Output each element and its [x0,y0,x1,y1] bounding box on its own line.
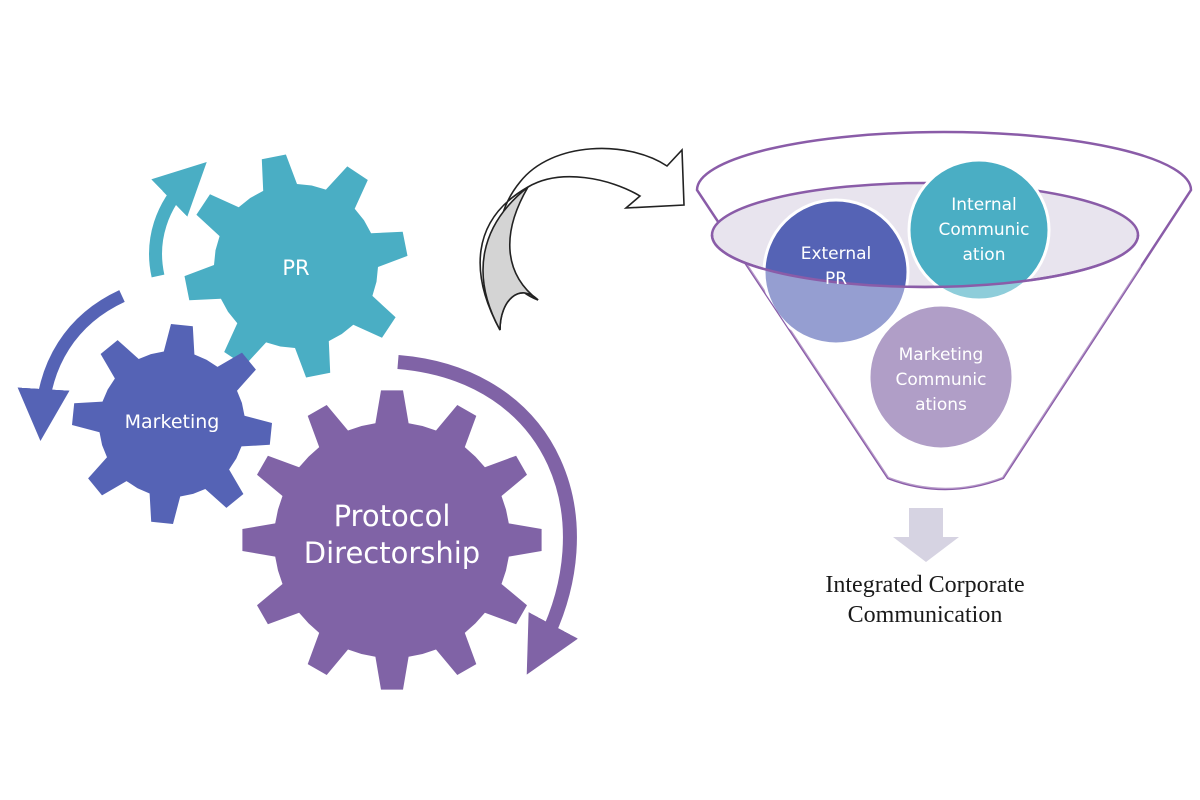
marketing-gear [72,324,272,524]
marketing-gear-label: Marketing [125,411,220,433]
internal-communication-circle [907,158,1051,302]
protocol-cycle-arrow [397,355,578,675]
protocol-gear [242,390,542,690]
output-caption-line1: Integrated Corporate [825,572,1024,598]
funnel-rim-front [710,234,1140,289]
output-arrow [893,508,959,562]
marketing-communications-label-line1: Marketing [899,345,984,365]
marketing-communications-label-line3: ations [915,395,967,415]
marketing-communications-circle [867,303,1015,451]
protocol-gear-label-line2: Directorship [304,536,480,570]
protocol-gear-label-line1: Protocol [334,499,451,533]
external-pr-label-line2: PR [825,269,847,289]
pr-gear-label: PR [282,256,309,280]
pr-gear [184,154,408,378]
external-pr-label-line1: External [801,244,872,264]
transition-arrow-shadow [482,186,539,331]
pr-cycle-arrow [149,161,207,278]
internal-communication-label-line3: ation [963,245,1006,265]
marketing-cycle-arrow [17,290,125,441]
funnel: External PR Internal Communic ation Mark… [695,130,1193,491]
external-pr-circle [762,198,910,346]
internal-communication-label-line2: Communic [938,220,1029,240]
output-caption-line2: Communication [848,602,1003,628]
marketing-communications-label-line2: Communic [895,370,986,390]
internal-communication-label-line1: Internal [951,195,1017,215]
